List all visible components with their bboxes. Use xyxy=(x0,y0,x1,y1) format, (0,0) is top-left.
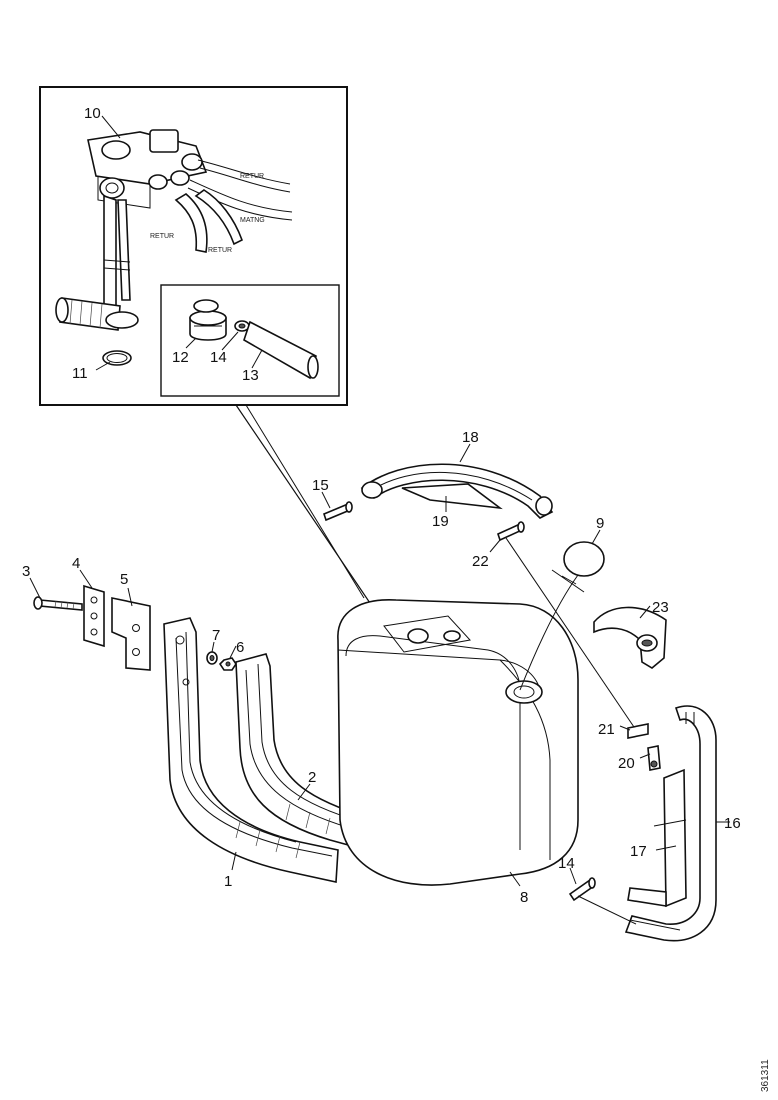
label-part-9: 9 xyxy=(596,515,604,532)
strap-18 xyxy=(360,463,554,519)
nut-20 xyxy=(647,745,661,771)
bolt-15 xyxy=(323,501,353,522)
mounting-plate xyxy=(83,584,105,648)
washer xyxy=(206,651,218,665)
hose-label-retur-left: RETUR xyxy=(150,233,174,240)
label-part-22: 22 xyxy=(472,553,489,570)
bolt-21 xyxy=(627,723,649,739)
tank-strap-bracket-front xyxy=(163,617,339,883)
label-part-11: 11 xyxy=(72,365,88,382)
label-part-3: 3 xyxy=(22,563,30,580)
label-part-7: 7 xyxy=(212,627,220,644)
label-part-16: 16 xyxy=(724,815,741,832)
strap-16 xyxy=(624,705,717,942)
label-part-18: 18 xyxy=(462,429,479,446)
breather-hose xyxy=(243,320,319,380)
mounting-bracket xyxy=(111,597,151,671)
hose-label-retur-upper: RETUR xyxy=(240,173,264,180)
strap-pad-19 xyxy=(401,483,503,510)
hose-label-retur-right: RETUR xyxy=(208,247,232,254)
nut xyxy=(218,657,237,671)
sender-fitting-block xyxy=(55,129,293,331)
label-part-17: 17 xyxy=(630,843,647,860)
label-part-14-inset: 14 xyxy=(210,349,227,366)
drawing-reference-code: 361311 xyxy=(760,1059,771,1092)
label-part-10: 10 xyxy=(84,105,101,122)
leader-lines xyxy=(29,115,730,887)
hose-clip-inset xyxy=(234,320,250,332)
o-ring xyxy=(102,350,132,366)
label-part-19: 19 xyxy=(432,513,449,530)
breather-valve xyxy=(189,299,227,341)
label-part-8: 8 xyxy=(520,889,528,906)
fuel-tank xyxy=(337,599,579,886)
label-part-21: 21 xyxy=(598,721,615,738)
label-part-4: 4 xyxy=(72,555,80,572)
label-part-12: 12 xyxy=(172,349,189,366)
label-part-13: 13 xyxy=(242,367,259,384)
label-part-23: 23 xyxy=(652,599,669,616)
label-part-5: 5 xyxy=(120,571,128,588)
label-part-6: 6 xyxy=(236,639,244,656)
label-part-15: 15 xyxy=(312,477,329,494)
filler-cap xyxy=(519,541,605,691)
bolt-14-tank xyxy=(568,877,637,925)
strap-pad-17 xyxy=(627,768,687,908)
mounting-bolt xyxy=(33,596,83,611)
label-part-1: 1 xyxy=(224,873,232,890)
label-part-20: 20 xyxy=(618,755,635,772)
label-part-2: 2 xyxy=(308,769,316,786)
bolt-22 xyxy=(497,521,637,731)
hose-label-matning: MATNG xyxy=(240,217,265,224)
label-part-14: 14 xyxy=(558,855,575,872)
tank-cover xyxy=(593,606,667,669)
